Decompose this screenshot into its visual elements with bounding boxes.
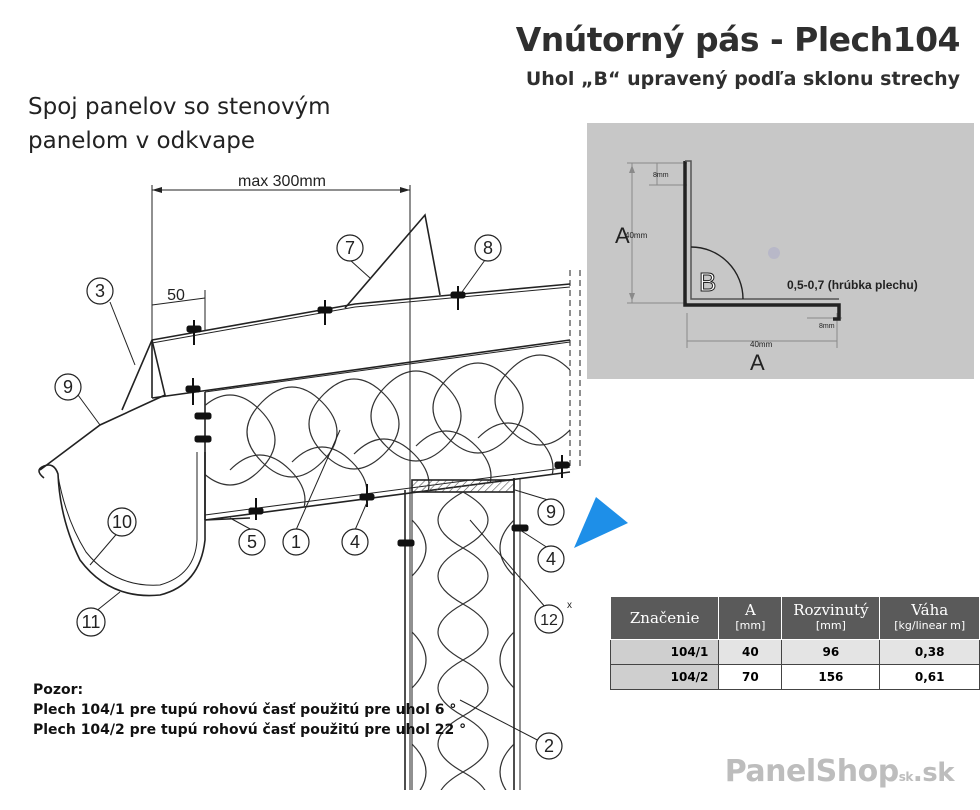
callout-8: 9 [54,373,82,401]
wall-panel [404,478,521,790]
brand-tld: .sk [912,758,955,788]
brand-small: sk [898,770,914,784]
callout-7: 8 [474,234,502,262]
callout-4b: 4 [537,545,565,573]
brand-name: PanelShop [724,754,899,789]
svg-text:2: 2 [544,736,554,756]
profile-detail: A 40mm 8mm B 0,5-0,7 (hrúbka plechu) 8mm… [587,123,974,379]
svg-text:9: 9 [63,377,73,397]
profile-detail-drawing: A 40mm 8mm B 0,5-0,7 (hrúbka plechu) 8mm… [615,160,918,375]
dimension-300-label: max 300mm [238,173,326,190]
table-cell: 104/1 [609,639,720,665]
roof-insulation [205,354,570,520]
svg-text:7: 7 [345,238,355,258]
dimension-50-label: 50 [167,287,185,304]
svg-text:10: 10 [112,512,132,532]
detail-thickness: 0,5-0,7 (hrúbka plechu) [787,278,918,292]
table-row: 104/1 40 96 0,38 [609,639,980,665]
table-row: 104/2 70 156 0,61 [609,664,980,690]
gutter [38,452,206,597]
callout-4: 4 [341,528,369,556]
svg-text:12: 12 [540,612,558,629]
note-line-1: Plech 104/1 pre tupú rohovú časť použitú… [33,702,457,718]
detail-label-40-left: 40mm [625,231,648,240]
table-cell: 0,61 [879,664,980,690]
col-header-unfolded: Rozvinutý[mm] [781,596,881,640]
svg-text:11: 11 [82,612,101,632]
col-header-a: A[mm] [718,596,783,640]
detail-label-b: B [699,267,716,297]
col-header-code: Značenie [609,596,720,640]
dimension-50: 50 [151,287,206,330]
warning-note: Pozor: Plech 104/1 pre tupú rohovú časť … [33,680,466,740]
eave-flashing [39,337,166,471]
detail-label-40-bottom: 40mm [750,340,773,349]
callout-12: 12 x [534,600,572,634]
spec-table-header: Značenie A[mm] Rozvinutý[mm] Váha[kg/lin… [609,596,980,640]
svg-text:8: 8 [483,238,493,258]
svg-text:9: 9 [546,502,556,522]
callout-9: 9 [537,498,565,526]
callout-6: 7 [336,234,364,262]
page-subtitle: Uhol „B“ upravený podľa sklonu strechy [525,68,960,90]
svg-text:3: 3 [95,281,105,301]
col-header-weight: Váha[kg/linear m] [879,596,980,640]
callout-11: 11 [76,607,106,637]
note-title: Pozor: [33,682,84,698]
dimension-300: max 300mm [152,173,410,193]
svg-text:4: 4 [546,549,556,569]
svg-text:1: 1 [291,532,301,552]
detail-label-a-left: A [615,223,630,248]
page-title: Vnútorný pás - Plech104 [515,20,961,59]
table-cell: 96 [781,639,881,665]
svg-text:4: 4 [350,532,360,552]
screws [185,286,570,547]
spec-table: Značenie A[mm] Rozvinutý[mm] Váha[kg/lin… [609,596,980,690]
svg-text:5: 5 [247,532,257,552]
callout-5: 5 [238,528,266,556]
table-cell: 0,38 [879,639,980,665]
detail-label-a-bottom: A [750,350,765,375]
flashing-6 [344,213,441,309]
table-cell: 156 [781,664,881,690]
callout-2: 2 [535,732,563,760]
note-line-2: Plech 104/2 pre tupú rohovú časť použitú… [33,722,467,738]
callout-3: 3 [86,277,114,305]
heading-line-1: Spoj panelov so stenovým [28,94,331,120]
heading-line-2: panelom v odkvape [28,128,255,154]
callouts: 3 7 8 9 10 11 5 1 4 9 4 12 x 2 [54,234,572,760]
wall-insulation [412,491,514,790]
table-cell: 104/2 [609,664,720,690]
callout-10: 10 [107,507,137,537]
pointer-arrow-icon [574,497,628,548]
detail-label-8-bottom: 8mm [819,323,835,330]
callout-leaders [77,259,549,746]
brand-watermark: PanelShopsk.sk [724,754,955,789]
cut-lines [569,270,581,470]
table-cell: 70 [718,664,783,690]
svg-text:x: x [567,600,572,611]
detail-label-8-top: 8mm [653,172,669,179]
section-heading: Spoj panelov so stenovým panelom v odkva… [28,90,331,158]
table-cell: 40 [718,639,783,665]
callout-1: 1 [282,528,310,556]
